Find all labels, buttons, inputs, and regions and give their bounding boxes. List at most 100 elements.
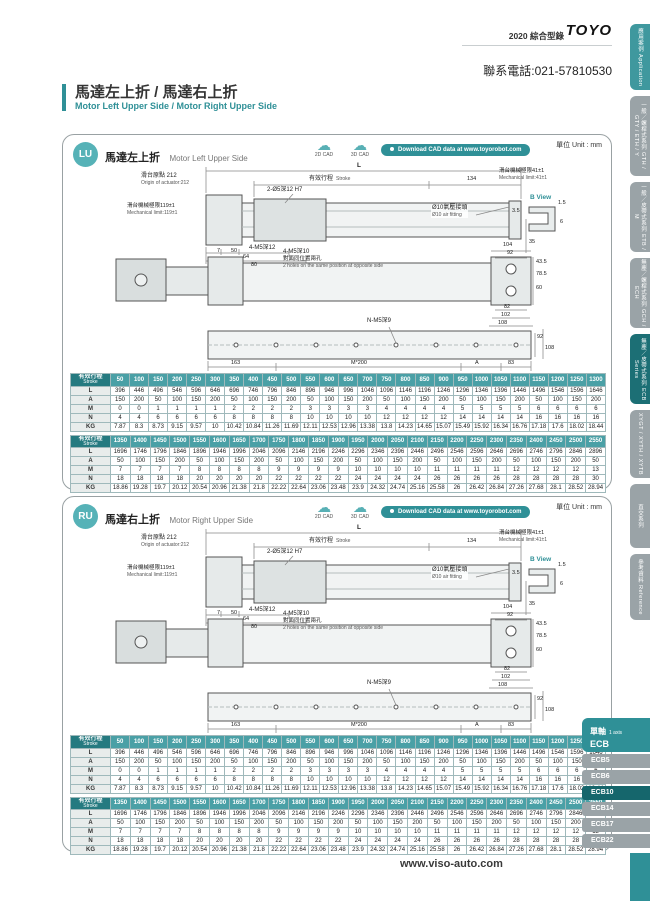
dim-value: 1546 — [547, 385, 568, 396]
dim-value: 200 — [585, 394, 607, 405]
sidebar-item-xygt-xyth-xytb[interactable]: XYGT / XYTH / XYTB — [630, 410, 650, 478]
dim-value: 12 — [545, 465, 567, 476]
dim-value: 1846 — [169, 447, 191, 458]
download-cad-button[interactable]: Download CAD data at www.toyorobot.com — [381, 506, 531, 518]
mech-limit-41-label: 滑台機械極限41±1 Mechanical limit:41±1 — [499, 168, 547, 181]
dim-value: 10 — [319, 412, 340, 423]
dim-value: 14 — [471, 412, 492, 423]
stroke-col-header: 750 — [376, 735, 397, 749]
dim-value: 946 — [319, 747, 340, 758]
sidebar-item-gth-gty-eth-y[interactable]: 一般／螺桿式系列 GTH / GTY / ETH / Y — [630, 96, 650, 176]
dim-value: 8 — [224, 412, 245, 423]
dim-value: 23.48 — [327, 483, 349, 494]
dim-value: 100 — [471, 756, 492, 767]
dim-value: 150 — [466, 456, 488, 467]
dim-value: 2246 — [327, 447, 349, 458]
sidebar-item-reference[interactable]: 參考資料 Reference — [630, 554, 650, 620]
dim-value: 14.23 — [395, 421, 416, 432]
dim-value: 16 — [566, 412, 587, 423]
sidebar-item-ecb-series[interactable]: 無塵／皮帶式系列 ECB Series — [630, 334, 650, 404]
stroke-col-header: 2200 — [446, 796, 468, 811]
stroke-col-header: 950 — [452, 373, 473, 387]
mech-limit-119-zh: 滑台機械極限119±1 — [127, 565, 175, 571]
stroke-col-header: 300 — [205, 373, 226, 387]
nav-ecb5[interactable]: ECB5 — [582, 754, 650, 768]
dim-value: 11 — [466, 465, 488, 476]
download-cad-button[interactable]: Download CAD data at www.toyorobot.com — [381, 144, 531, 156]
dim-value: 19.7 — [149, 483, 171, 494]
dim-value: 100 — [319, 394, 340, 405]
cad-3d-button[interactable]: ☁ 3D CAD — [343, 138, 377, 158]
dim-value: 1046 — [357, 385, 378, 396]
nav-ecb22[interactable]: ECB22 — [582, 834, 650, 848]
dim-value: 25.16 — [406, 483, 428, 494]
stroke-col-header: 1500 — [169, 434, 191, 449]
dim-value: 27.68 — [525, 845, 547, 856]
stroke-col-header: 2200 — [446, 434, 468, 449]
dim-value: 9 — [288, 465, 309, 476]
n-m5-label: N-M5深9 — [367, 680, 392, 686]
dim-value: 11 — [486, 465, 507, 476]
dim-value: 1246 — [433, 385, 454, 396]
dim-value: 5 — [509, 765, 530, 776]
dim-value: 200 — [406, 456, 428, 467]
dim-value: 8 — [262, 774, 283, 785]
sidebar-item-cartesian[interactable]: 直交系列 — [630, 484, 650, 548]
dim-value: 0 — [129, 403, 150, 414]
dim-value: 3 — [338, 403, 359, 414]
dim-value: 12 — [376, 412, 397, 423]
nav-ecb6[interactable]: ECB6 — [582, 770, 650, 784]
dim-value: 1 — [205, 403, 226, 414]
stroke-col-header: 2300 — [486, 796, 507, 811]
stroke-col-header: 100 — [129, 735, 150, 749]
nav-ecb14[interactable]: ECB14 — [582, 802, 650, 816]
dim-value: 12.53 — [319, 421, 340, 432]
sidebar-item-gch-ech[interactable]: 無塵／螺桿式系列 GCH / ECH — [630, 258, 650, 328]
cad-2d-button[interactable]: ☁ 2D CAD — [307, 500, 341, 520]
dim-value: 1946 — [208, 447, 230, 458]
dim-value: 496 — [148, 747, 169, 758]
sidebar-item-application[interactable]: 應用案例 Application — [630, 24, 650, 90]
dim-64: 64 — [243, 616, 250, 622]
dim-value: 446 — [129, 747, 150, 758]
dim-value: 16 — [528, 774, 549, 785]
dim-pitch: M*200 — [351, 722, 367, 728]
dim-value: 26 — [466, 474, 488, 485]
dim-83: 83 — [508, 722, 515, 728]
dim-value: 2596 — [466, 809, 488, 820]
dim-value: 8 — [189, 827, 210, 838]
dim-value: 12.96 — [338, 783, 359, 794]
stroke-col-header: 1600 — [208, 796, 230, 811]
dim-value: 50 — [347, 818, 369, 829]
stroke-col-header: 1500 — [169, 796, 191, 811]
dim-value: 9 — [268, 827, 290, 838]
stroke-col-header: 1550 — [189, 796, 210, 811]
nav-ecb17[interactable]: ECB17 — [582, 818, 650, 832]
dim-value: 1496 — [528, 747, 549, 758]
dim-value: 20.54 — [189, 483, 210, 494]
dim-value: 50 — [426, 456, 448, 467]
stroke-col-header: 450 — [262, 373, 283, 387]
nav-ecb10[interactable]: ECB10 — [582, 786, 650, 800]
dim-value: 12.11 — [300, 783, 321, 794]
cad-3d-button[interactable]: ☁ 3D CAD — [343, 500, 377, 520]
dim-value: 22.64 — [288, 845, 309, 856]
dim-value: 50 — [224, 394, 245, 405]
dim-value: 26 — [426, 836, 448, 847]
cad-2d-button[interactable]: ☁ 2D CAD — [307, 138, 341, 158]
dim-163: 163 — [231, 722, 241, 728]
dim-value: 10 — [205, 783, 226, 794]
dim-1-5: 1.5 — [558, 562, 566, 568]
dim-35: 35 — [529, 239, 536, 245]
dim-value: 150 — [490, 756, 511, 767]
dim-value: 2696 — [505, 809, 527, 820]
air-fitting-en: Ø10 air fitting — [432, 574, 462, 581]
stroke-col-header: 2000 — [367, 796, 389, 811]
sidebar-item-etb-m[interactable]: 一般／皮帶式系列 ETB / M — [630, 182, 650, 252]
dim-value: 26 — [446, 474, 468, 485]
technical-drawing-lu: L 滑台原點 212 Origin of actuator:212 有效行程 S… — [71, 161, 606, 373]
dim-value: 11 — [426, 465, 448, 476]
dim-value: 20 — [248, 836, 270, 847]
